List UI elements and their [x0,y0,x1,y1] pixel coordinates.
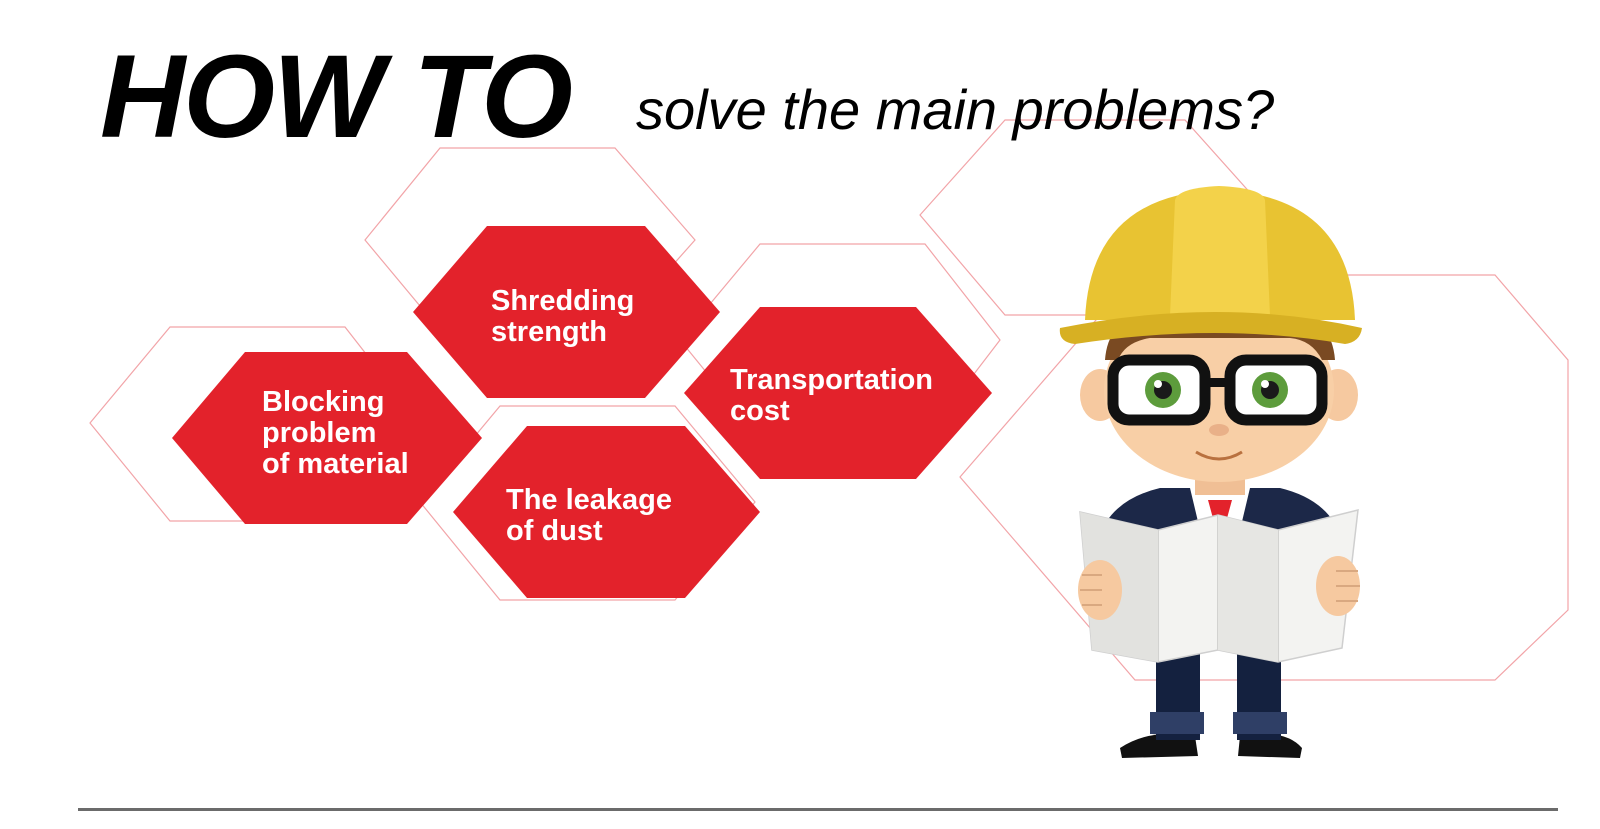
bottom-divider [78,808,1558,811]
hex-leakage [453,426,760,598]
label-blocking: Blocking problem of material [262,386,409,480]
label-transport: Transportation cost [730,364,934,427]
label-shredding: Shredding strength [491,285,635,348]
engineer-illustration [1059,186,1362,758]
title-main: HOW TO [100,31,573,163]
hex-shredding [413,226,720,398]
hex-transport [684,307,992,479]
label-leakage: The leakage of dust [506,484,673,547]
title-subtitle: solve the main problems? [636,78,1275,141]
outline-hex [419,405,756,601]
hex-blocking [172,352,482,524]
